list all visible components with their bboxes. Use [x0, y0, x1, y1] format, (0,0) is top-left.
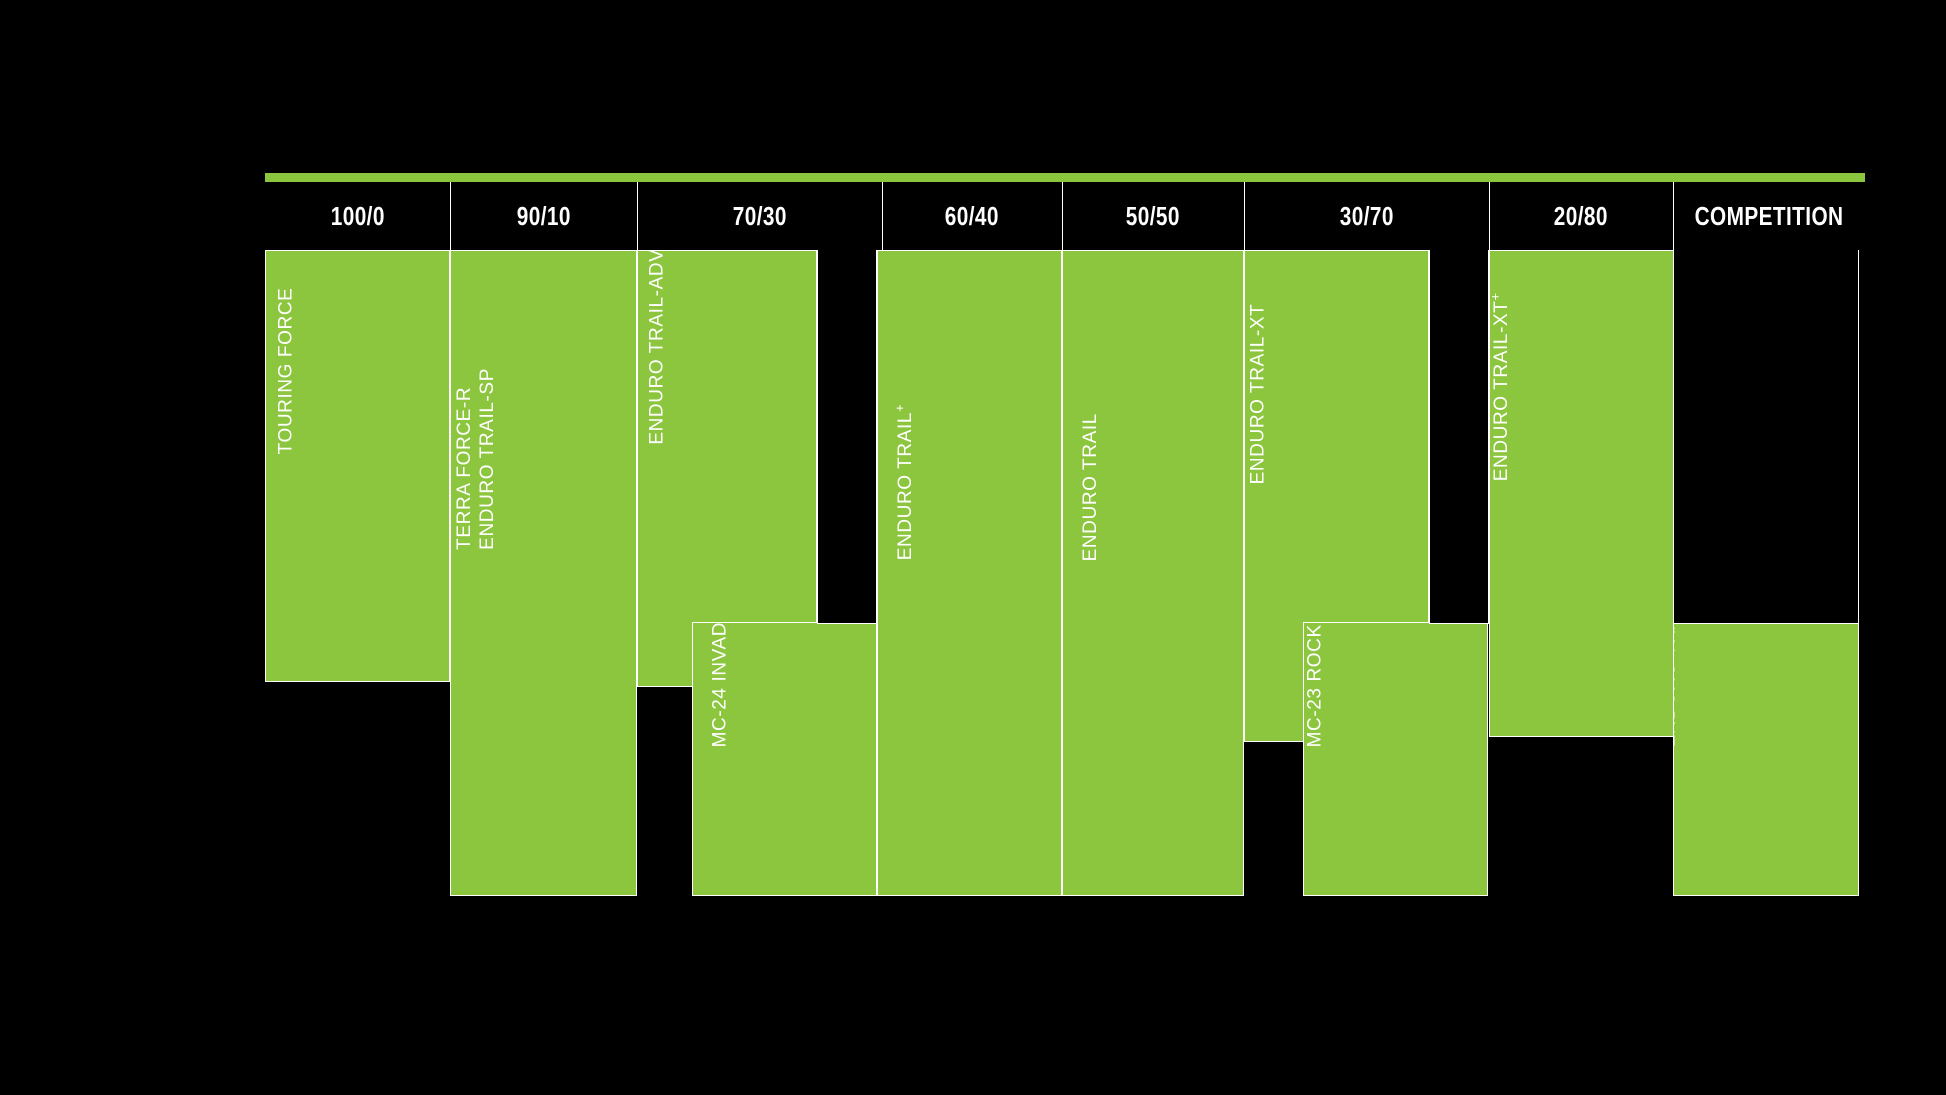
bar-label-line: ENDURO TRAIL-RALLY [1673, 623, 1680, 748]
bar-enduro-trail[interactable]: ENDURO TRAIL [1062, 250, 1244, 896]
header-label: 70/30 [732, 200, 787, 231]
header-label: 20/80 [1553, 200, 1609, 231]
bar-label-line: ENDURO TRAIL-SP [476, 368, 498, 550]
header-label: 100/0 [330, 200, 385, 231]
header-cell-60-40[interactable]: 60/40 [882, 182, 1062, 250]
header-label: 90/10 [516, 200, 571, 231]
header-cell-competition[interactable]: COMPETITION [1673, 182, 1865, 250]
bar-label-enduro-trail: ENDURO TRAIL [1079, 413, 1102, 561]
header-divider [882, 182, 883, 250]
header-divider [450, 182, 451, 250]
bar-label-line: MC-23 ROCKRIDER [1303, 622, 1325, 748]
bar-label-line: MC-24 INVADER [708, 622, 730, 748]
bar-enduro-trail-plus[interactable]: ENDURO TRAIL+ [877, 250, 1062, 896]
bar-enduro-trail-adv[interactable]: ENDURO TRAIL-ADV 2 ENDURO TRAIL-ADV* [637, 250, 817, 687]
bar-enduro-trail-rally[interactable]: ENDURO TRAIL-RALLY [1673, 622, 1859, 896]
header-cell-70-30[interactable]: 70/30 [637, 182, 882, 250]
bar-label-line: ENDURO TRAIL-ADV* [646, 250, 668, 445]
header-cell-100-0[interactable]: 100/0 [265, 182, 450, 250]
header-label: 30/70 [1339, 200, 1394, 231]
bar-label-terra-force-r: TERRA FORCE-R ENDURO TRAIL-SP [453, 368, 499, 550]
bar-mc-23-rockrider[interactable]: MC-23 ROCKRIDER [1303, 622, 1488, 896]
notch-frame-70-30 [817, 250, 877, 624]
bar-label-line: ENDURO TRAIL [1079, 413, 1101, 562]
bar-label-mc-24-invader: MC-24 INVADER [708, 622, 731, 748]
header-cell-30-70[interactable]: 30/70 [1244, 182, 1489, 250]
bar-label-enduro-trail-xt-plus: ENDURO TRAIL-XT+ [1490, 292, 1513, 481]
bar-terra-force-r[interactable]: TERRA FORCE-R ENDURO TRAIL-SP [450, 250, 637, 896]
notch-frame-competition [1673, 250, 1859, 624]
header-row: 100/0 90/10 70/30 60/40 50/50 30/70 20/8… [265, 182, 1865, 250]
notch-frame-30-70 [1429, 250, 1489, 624]
bar-label-line: TERRA FORCE-R [453, 386, 475, 550]
bar-mc-24-invader[interactable]: MC-24 INVADER [692, 622, 877, 896]
bar-label-line: ENDURO TRAIL-XT+ [1490, 292, 1512, 481]
bar-touring-force[interactable]: TOURING FORCE [265, 250, 450, 682]
bar-label-line: ENDURO TRAIL+ [891, 403, 916, 561]
header-divider [637, 182, 638, 250]
bar-label-mc-23-rockrider: MC-23 ROCKRIDER [1303, 622, 1326, 748]
header-cell-50-50[interactable]: 50/50 [1062, 182, 1244, 250]
header-cell-90-10[interactable]: 90/10 [450, 182, 637, 250]
header-divider [1673, 182, 1674, 250]
bar-enduro-trail-xt-plus[interactable]: ENDURO TRAIL-XT+ [1489, 250, 1674, 737]
header-divider [1244, 182, 1245, 250]
header-cell-20-80[interactable]: 20/80 [1489, 182, 1673, 250]
bar-label-line: ENDURO TRAIL-XT [1247, 303, 1269, 485]
header-label: COMPETITION [1694, 200, 1844, 231]
header-divider [1489, 182, 1490, 250]
bar-label-touring-force: TOURING FORCE [274, 288, 297, 455]
bar-label-enduro-trail-rally: ENDURO TRAIL-RALLY [1673, 623, 1681, 748]
bar-label-enduro-trail-adv: ENDURO TRAIL-ADV 2 ENDURO TRAIL-ADV* [638, 250, 669, 445]
header-label: 50/50 [1125, 200, 1181, 231]
header-divider [1062, 182, 1063, 250]
bar-label-line: TOURING FORCE [275, 287, 297, 455]
bar-label-enduro-trail-plus: ENDURO TRAIL+ [891, 404, 917, 560]
top-accent-rule [265, 173, 1865, 182]
bar-label-enduro-trail-xt: ENDURO TRAIL-XT [1246, 304, 1269, 485]
header-label: 60/40 [944, 200, 1000, 231]
